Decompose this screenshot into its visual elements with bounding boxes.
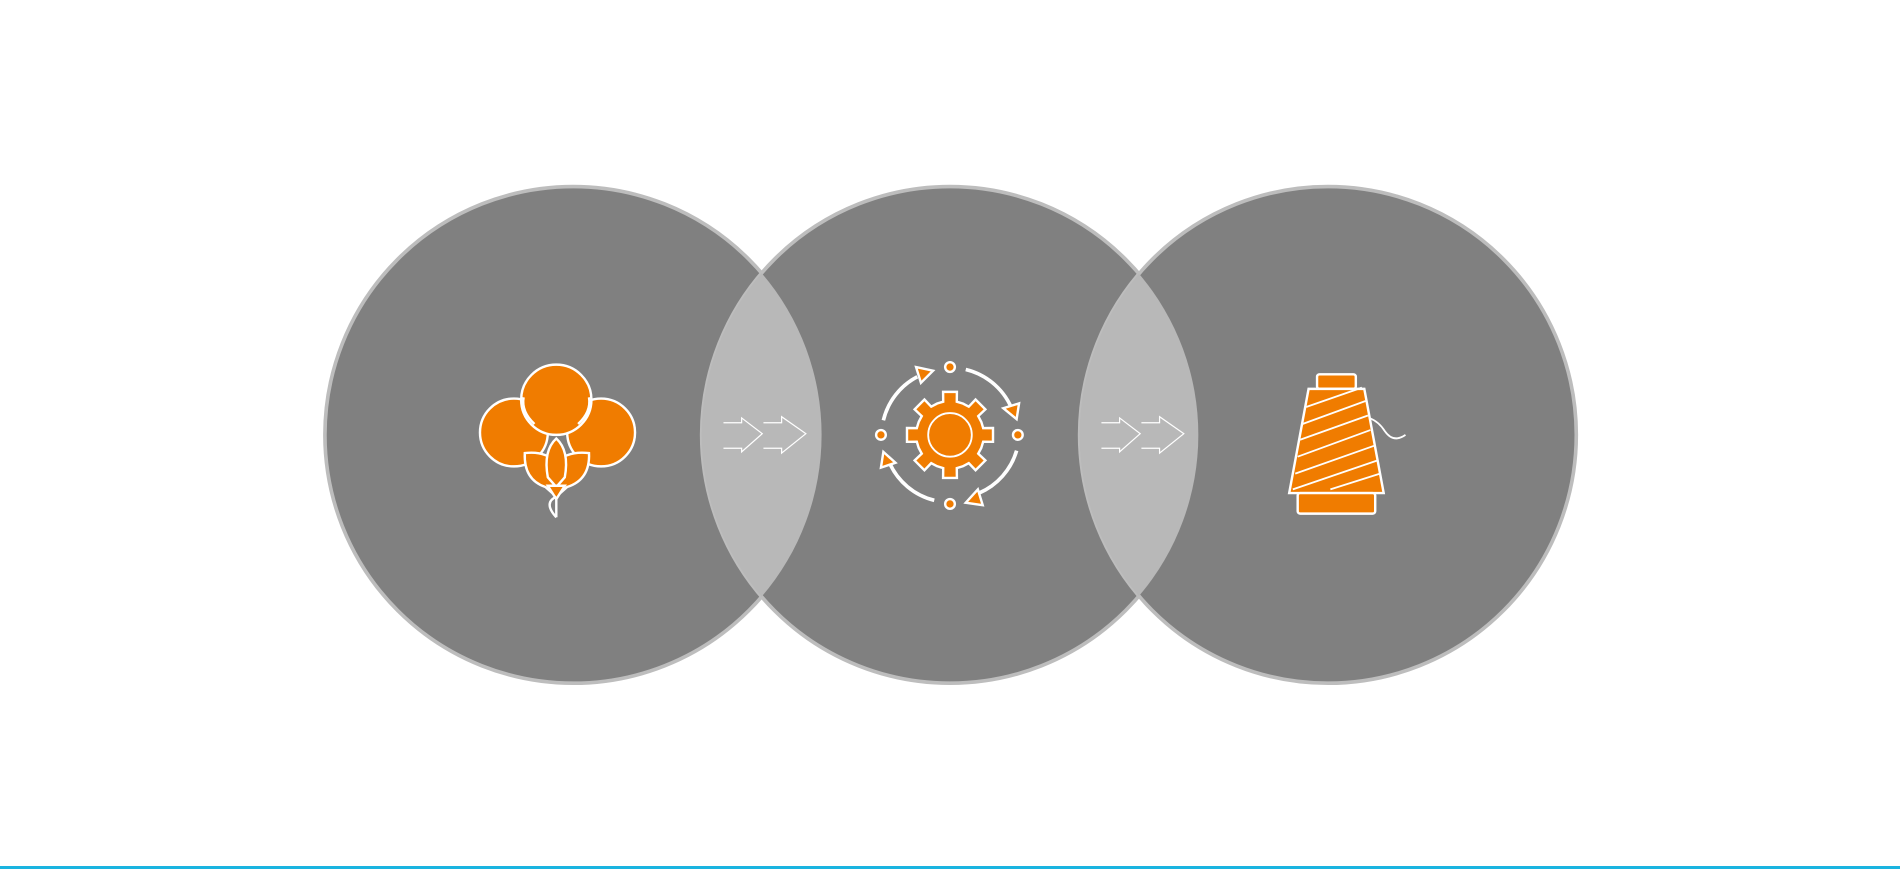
- double-arrow-icon: [1101, 415, 1185, 455]
- gear-cycle-icon: [874, 360, 1024, 511]
- cotton-boll-icon: [478, 363, 637, 519]
- thread-spool-icon: [1287, 373, 1407, 515]
- bottom-rule: [0, 866, 1900, 869]
- double-arrow-icon: [723, 415, 807, 455]
